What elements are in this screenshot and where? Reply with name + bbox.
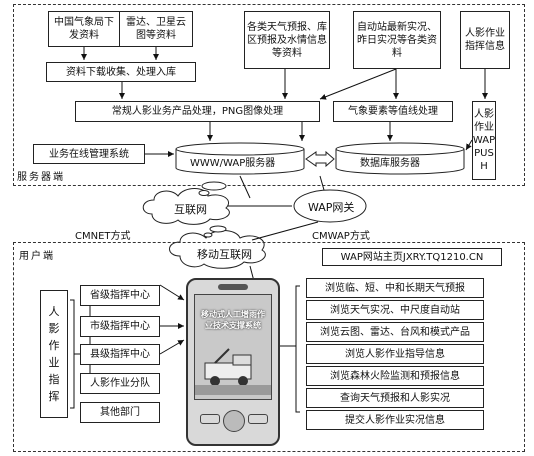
product-process-box: 常规人影业务产品处理，PNG图像处理 xyxy=(75,101,320,122)
service-4: 浏览森林火险监测和预报信息 xyxy=(306,366,484,386)
server-region-label: 服务器端 xyxy=(17,172,65,183)
service-0: 浏览临、短、中和长期天气预报 xyxy=(306,278,484,298)
county-center-box: 县级指挥中心 xyxy=(80,344,160,365)
internet-label: 互联网 xyxy=(174,203,207,216)
phone-screen-title: 移动式人工增雨作业技术支撑系统 xyxy=(201,310,265,330)
user-region xyxy=(13,242,525,452)
service-2: 浏览云图、雷达、台风和模式产品 xyxy=(306,322,484,342)
cmwap-label: CMWAP方式 xyxy=(312,231,370,242)
phone-nav-key xyxy=(223,410,245,432)
province-center-box: 省级指挥中心 xyxy=(80,285,160,306)
user-region-label: 用户端 xyxy=(19,251,55,262)
wap-gateway-label: WAP网关 xyxy=(308,201,355,214)
db-server-cylinder xyxy=(335,142,465,175)
truck-image xyxy=(195,348,271,395)
phone-brand-bar xyxy=(218,284,248,290)
phone-screen: 移动式人工增雨作业技术支撑系统 xyxy=(194,294,272,400)
field-team-box: 人影作业分队 xyxy=(80,373,160,394)
service-6: 提交人影作业实况信息 xyxy=(306,410,484,430)
auto-station-box: 自动站最新实况、昨日实况等各类资料 xyxy=(353,11,441,69)
command-info-box: 人影作业指挥信息 xyxy=(460,11,510,69)
mobile-internet-label: 移动互联网 xyxy=(197,248,252,261)
radar-satellite-box: 雷达、卫星云图等资料 xyxy=(119,11,193,47)
mobile-phone: 移动式人工增雨作业技术支撑系统 xyxy=(186,278,280,446)
phone-end-key xyxy=(248,414,268,424)
phone-call-key xyxy=(200,414,220,424)
forecast-data-box: 各类天气预报、库区预报及水情信息等资料 xyxy=(244,11,330,69)
www-server-label: WWW/WAP服务器 xyxy=(190,158,276,169)
wap-gateway-ellipse xyxy=(293,189,367,223)
online-mgmt-box: 业务在线管理系统 xyxy=(33,144,145,164)
service-5: 查询天气预报和人影实况 xyxy=(306,388,484,408)
server-sync-arrow xyxy=(305,150,335,168)
wap-push-label: 人影作业WAPPUSH xyxy=(472,109,496,172)
db-server-label: 数据库服务器 xyxy=(360,158,420,169)
server-region xyxy=(13,4,525,186)
collect-process-box: 资料下载收集、处理入库 xyxy=(46,62,196,82)
service-1: 浏览天气实况、中尺度自动站 xyxy=(306,300,484,320)
other-dept-box: 其他部门 xyxy=(80,402,160,423)
contour-process-box: 气象要素等值线处理 xyxy=(333,101,453,122)
wap-site-box: WAP网站主页JXRY.TQ1210.CN xyxy=(322,248,502,266)
phone-keypad xyxy=(196,406,270,440)
command-tree-label: 人影作业指挥 xyxy=(48,305,60,403)
internet-cloud xyxy=(142,188,230,225)
command-tree-title: 人影作业指挥 xyxy=(40,290,68,418)
cmnet-label: CMNET方式 xyxy=(75,231,131,242)
wap-push-box: 人影作业WAPPUSH xyxy=(472,101,496,180)
city-center-box: 市级指挥中心 xyxy=(80,316,160,337)
www-server-cylinder xyxy=(175,142,305,175)
service-3: 浏览人影作业指导信息 xyxy=(306,344,484,364)
